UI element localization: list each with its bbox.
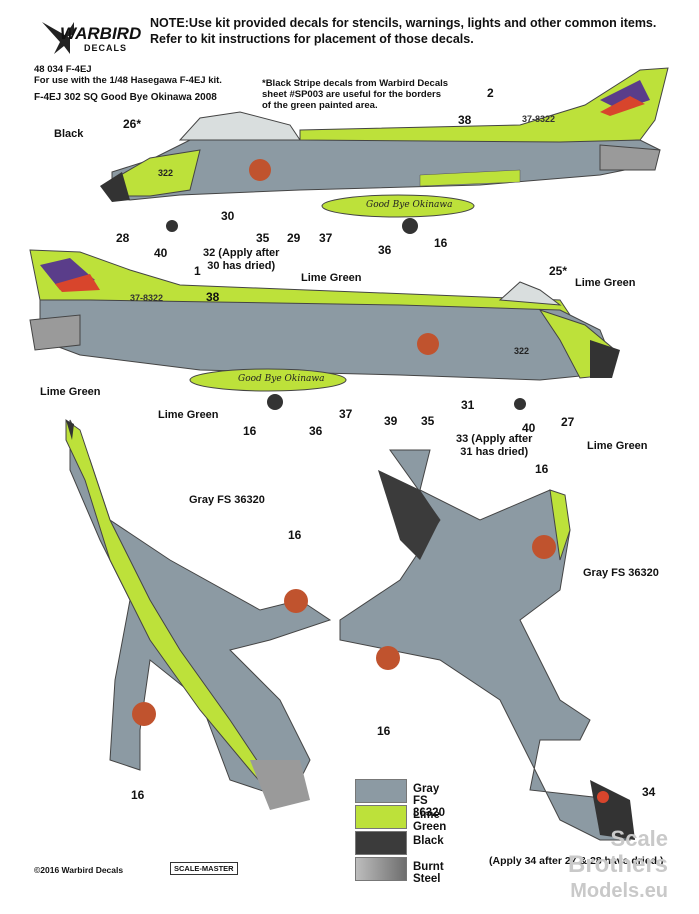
warbird-logo <box>34 14 144 62</box>
callout-27: 27 <box>561 415 575 429</box>
callout-30: 30 <box>221 209 235 223</box>
apply-note: (Apply 34 after 27 & 28 have dried.) <box>489 855 664 867</box>
stripe-note: *Black Stripe decals from Warbird Decals… <box>262 78 448 111</box>
legend-label-gray: Gray FS 36320 <box>413 783 445 819</box>
scheme-title: F-4EJ 302 SQ Good Bye Okinawa 2008 <box>34 92 217 103</box>
callout-lime-left: Lime Green <box>40 386 101 398</box>
callout-black: Black <box>54 128 84 140</box>
tank-text-bottom: Good Bye Okinawa <box>238 374 325 384</box>
profile-top-aircraft <box>100 67 669 234</box>
stripe-note-line-2: sheet #SP003 are useful for the borders <box>262 89 441 100</box>
serial-top: 37-8322 <box>522 114 556 124</box>
callout-1: 1 <box>194 264 201 278</box>
callout-40-top: 40 <box>154 246 168 260</box>
nose-number-top: 322 <box>158 168 174 178</box>
callout-lime-top: Lime Green <box>301 272 362 284</box>
profile-bottom-aircraft <box>29 249 620 410</box>
note-line-2: Refer to kit instructions for placement … <box>150 32 474 46</box>
logo-subtext: DECALS <box>84 43 128 53</box>
callout-33-line-2: 31 has dried) <box>460 446 529 458</box>
legend-swatch-black <box>355 831 407 855</box>
watermark-line-3: Models.eu <box>570 880 669 902</box>
watermark: Scale Brothers Models.eu <box>568 826 668 904</box>
callout-38-top: 38 <box>458 113 472 127</box>
legend-label-lime: Lime Green <box>413 809 447 833</box>
tank-text-top: Good Bye Okinawa <box>366 200 453 210</box>
callout-36-bottom: 36 <box>309 424 323 438</box>
callout-lime-right: Lime Green <box>575 277 636 289</box>
planform-bottom-view <box>339 449 635 841</box>
legend-label-burnt-steel: Burnt Steel <box>413 861 444 885</box>
callout-39: 39 <box>384 414 398 428</box>
callout-32-line-1: 32 (Apply after <box>203 247 280 259</box>
callout-16-left-bottom: 16 <box>131 788 145 802</box>
callout-40-bottom: 40 <box>522 421 536 435</box>
nose-number-bottom: 322 <box>514 346 530 356</box>
callout-16-left-top: 16 <box>288 528 302 542</box>
logo-text: WARBIRD <box>60 24 142 43</box>
callout-32-line-2: 30 has dried) <box>207 260 276 272</box>
callout-35-bottom: 35 <box>421 414 435 428</box>
planform-top-view <box>65 419 332 810</box>
callout-37-top: 37 <box>319 231 333 245</box>
callout-gray-right: Gray FS 36320 <box>583 567 659 579</box>
callout-38-bottom: 38 <box>206 290 220 304</box>
callout-25: 25* <box>549 264 568 278</box>
legend-swatch-lime <box>355 805 407 829</box>
callout-gray-left: Gray FS 36320 <box>189 494 265 506</box>
callout-2: 2 <box>487 86 494 100</box>
callout-16-top: 16 <box>434 236 448 250</box>
callout-lime-planform: Lime Green <box>587 440 648 452</box>
callout-37-bottom: 37 <box>339 407 353 421</box>
kit-info: For use with the 1/48 Hasegawa F-4EJ kit… <box>34 75 222 86</box>
eagle-icon <box>42 22 74 54</box>
legend-swatch-burnt-steel <box>355 857 407 881</box>
callout-29: 29 <box>287 231 301 245</box>
stripe-note-line-1: *Black Stripe decals from Warbird Decals <box>262 78 449 89</box>
callout-31: 31 <box>461 398 475 412</box>
legend-label-black: Black <box>413 835 444 847</box>
product-code: 48 034 F-4EJ <box>34 64 92 75</box>
serial-bottom: 37-8322 <box>130 293 164 303</box>
note-line-1: NOTE:Use kit provided decals for stencil… <box>150 16 657 30</box>
callout-16-right-top: 16 <box>535 462 549 476</box>
callout-33-line-1: 33 (Apply after <box>456 433 533 445</box>
callout-35-top: 35 <box>256 231 270 245</box>
callout-32: 32 (Apply after 30 has dried) <box>203 247 279 273</box>
callout-16-right-left: 16 <box>377 724 391 738</box>
legend-swatch-gray <box>355 779 407 803</box>
watermark-line-2: Brothers <box>568 851 669 878</box>
scale-master-logo: SCALE-MASTER <box>170 862 238 875</box>
callout-26: 26* <box>123 117 142 131</box>
copyright: ©2016 Warbird Decals <box>34 865 124 875</box>
callout-28: 28 <box>116 231 130 245</box>
callout-33: 33 (Apply after 31 has dried) <box>456 433 532 459</box>
callout-lime-tank: Lime Green <box>158 409 219 421</box>
callout-16-bottom: 16 <box>243 424 257 438</box>
stripe-note-line-3: of the green painted area. <box>262 100 378 111</box>
callout-34: 34 <box>642 785 656 799</box>
callout-36-top: 36 <box>378 243 392 257</box>
watermark-line-1: Scale <box>610 826 669 851</box>
note-text: NOTE:Use kit provided decals for stencil… <box>150 15 690 47</box>
